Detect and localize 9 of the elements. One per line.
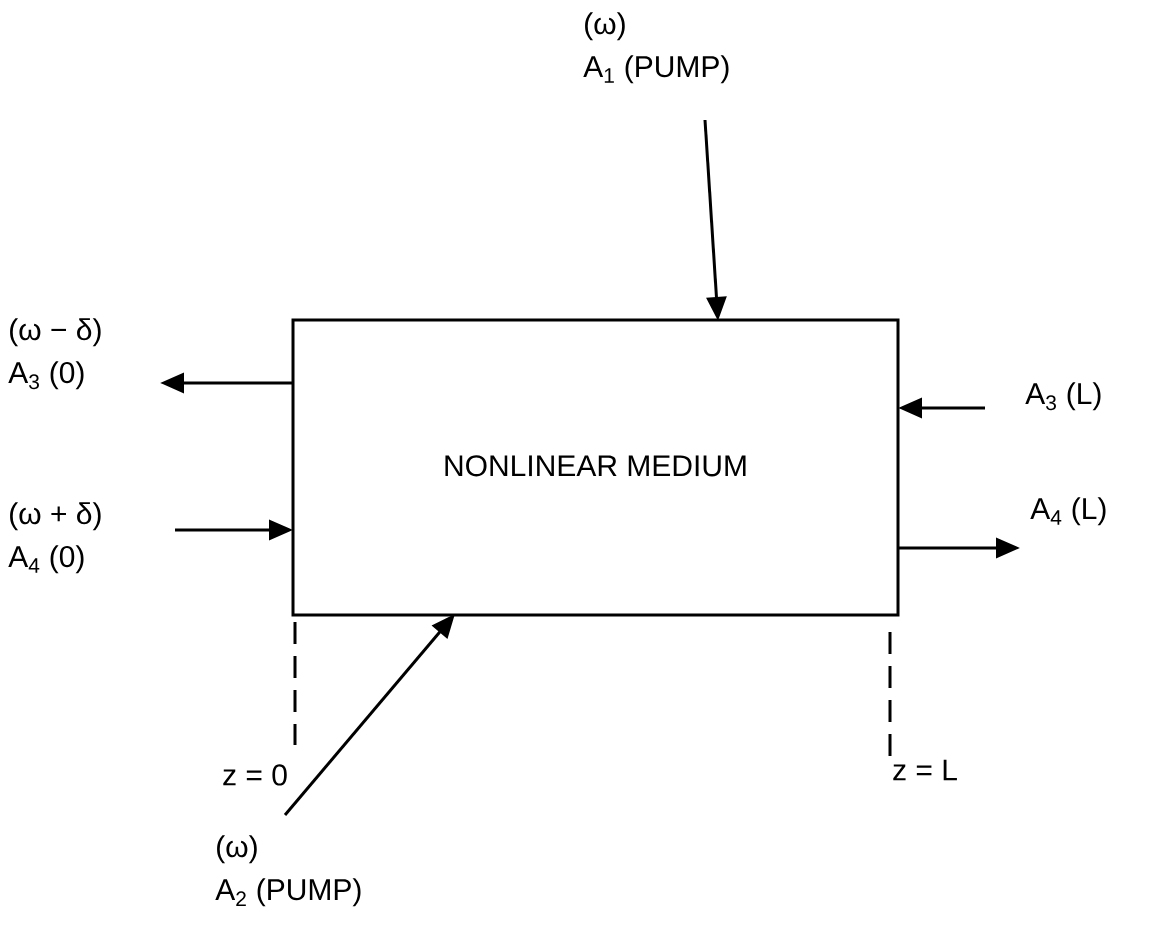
beam-label: (ω) A$_{2}$ (PUMP): [215, 835, 361, 907]
beam-label: A$_{4}$ (L): [1030, 497, 1106, 526]
beam-label: (ω − δ) A$_{3}$ (0): [8, 318, 101, 390]
position-label: z = L: [893, 759, 957, 781]
beam-label: A$_{3}$ (L): [1025, 382, 1101, 411]
position-label: z = 0: [223, 764, 287, 786]
beam-label: (ω + δ) A$_{4}$ (0): [8, 502, 101, 574]
beam-label: (ω) A$_{1}$ (PUMP): [583, 12, 729, 84]
medium-box: NONLINEAR MEDIUM: [291, 318, 900, 617]
